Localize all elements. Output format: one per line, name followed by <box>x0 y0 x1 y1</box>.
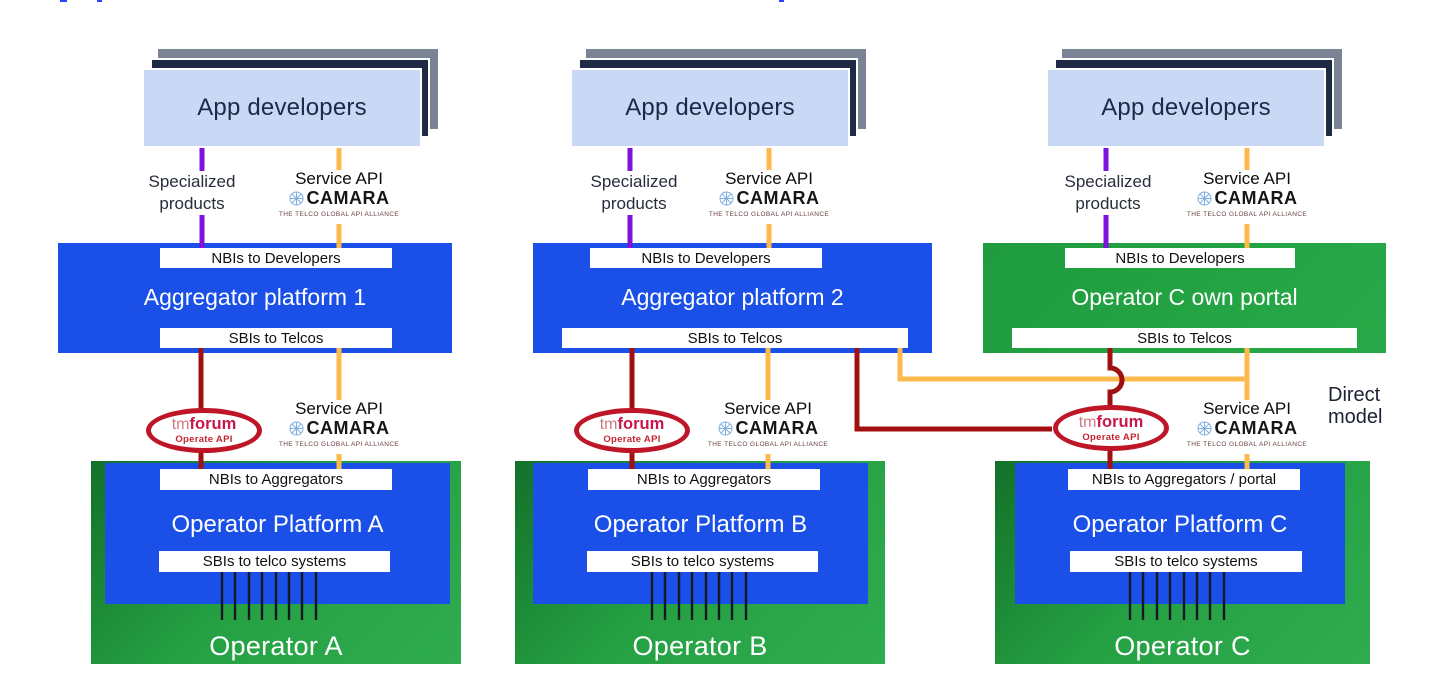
nbi-to-aggregators-strip-a: NBIs to Aggregators <box>160 469 392 490</box>
camara-tagline: THE TELCO GLOBAL API ALLIANCE <box>278 441 400 448</box>
tmforum-tm: tm <box>599 416 618 434</box>
nbi-to-aggregators-strip-b: NBIs to Aggregators <box>588 469 820 490</box>
direct-model-line1: Direct <box>1328 384 1381 406</box>
operator-platform-b-title: Operator Platform B <box>593 511 808 538</box>
service-api-camara-block-c1: Service API CAMARA THE TELCO GLOBAL API … <box>1185 170 1309 224</box>
aggregator-platform-1-title: Aggregator platform 1 <box>143 284 367 310</box>
strip-label: NBIs to Aggregators / portal <box>1091 471 1277 488</box>
operator-platform-a-title: Operator Platform A <box>171 511 384 538</box>
camara-globe-icon <box>289 191 303 205</box>
operator-c-title: Operator C <box>1114 631 1251 661</box>
strip-label: SBIs to telco systems <box>630 553 775 570</box>
camara-tagline: THE TELCO GLOBAL API ALLIANCE <box>708 211 830 218</box>
app-developers-label: App developers <box>1101 94 1271 121</box>
strip-label: SBIs to Telcos <box>1137 329 1232 347</box>
tmforum-forum: forum <box>1096 412 1144 431</box>
nbi-to-developers-strip-c: NBIs to Developers <box>1065 248 1295 268</box>
specialized-products-label-c: Specialized products <box>1052 171 1164 215</box>
camara-globe-icon <box>718 421 732 435</box>
direct-model-annotation: Direct model <box>1328 384 1428 428</box>
service-api-camara-block-b2: Service API CAMARA THE TELCO GLOBAL API … <box>706 400 830 454</box>
operator-platform-c-title: Operator Platform C <box>1072 511 1288 538</box>
service-api-label: Service API <box>295 399 383 418</box>
camara-tagline: THE TELCO GLOBAL API ALLIANCE <box>1186 441 1308 448</box>
app-developers-box-a: App developers <box>142 68 422 148</box>
operate-api-label: Operate API <box>1082 431 1140 443</box>
aggregator-platform-2-title: Aggregator platform 2 <box>621 284 844 310</box>
camara-wordmark: CAMARA <box>1214 418 1298 438</box>
camara-wordmark: CAMARA <box>735 418 819 438</box>
nbi-to-developers-strip-a: NBIs to Developers <box>160 248 392 268</box>
service-api-camara-block-a1: Service API CAMARA THE TELCO GLOBAL API … <box>277 170 401 224</box>
sbi-to-telco-systems-strip-b: SBIs to telco systems <box>587 551 818 572</box>
camara-tagline: THE TELCO GLOBAL API ALLIANCE <box>707 441 829 448</box>
strip-label: NBIs to Developers <box>1115 249 1245 267</box>
sbi-to-telcos-strip-c: SBIs to Telcos <box>1012 328 1357 348</box>
crop-artifact-line <box>97 0 102 2</box>
operator-c-own-portal-title: Operator C own portal <box>1071 284 1298 310</box>
strip-label: SBIs to telco systems <box>1114 553 1258 570</box>
camara-globe-icon <box>1197 191 1211 205</box>
operate-api-label: Operate API <box>603 434 661 446</box>
nbi-to-aggregators-portal-strip-c: NBIs to Aggregators / portal <box>1068 469 1300 490</box>
operator-a-title: Operator A <box>209 631 343 661</box>
service-api-label: Service API <box>295 169 383 188</box>
crop-artifact-line <box>60 0 67 2</box>
camara-globe-icon <box>1197 421 1211 435</box>
strip-label: SBIs to Telcos <box>228 329 324 347</box>
nbi-to-developers-strip-b: NBIs to Developers <box>590 248 822 268</box>
app-developers-label: App developers <box>625 94 795 121</box>
tmforum-tm: tm <box>1078 413 1097 431</box>
operator-b-title: Operator B <box>632 631 768 661</box>
strip-label: NBIs to Developers <box>641 249 771 267</box>
strip-label: NBIs to Aggregators <box>636 471 772 488</box>
camara-wordmark: CAMARA <box>736 188 820 208</box>
camara-wordmark: CAMARA <box>306 188 390 208</box>
service-api-camara-block-b1: Service API CAMARA THE TELCO GLOBAL API … <box>707 170 831 224</box>
sbi-to-telcos-strip-b: SBIs to Telcos <box>562 328 908 348</box>
service-api-label: Service API <box>724 399 812 418</box>
operate-api-label: Operate API <box>175 434 233 446</box>
service-api-camara-block-c2: Service API CAMARA THE TELCO GLOBAL API … <box>1185 400 1309 454</box>
camara-globe-icon <box>719 191 733 205</box>
strip-label: NBIs to Aggregators <box>208 471 344 488</box>
tmforum-forum: forum <box>189 415 237 434</box>
crop-artifact-line <box>779 0 784 2</box>
sbi-to-telcos-strip-a: SBIs to Telcos <box>160 328 392 348</box>
service-api-label: Service API <box>1203 399 1291 418</box>
service-api-label: Service API <box>1203 169 1291 188</box>
service-api-camara-block-a2: Service API CAMARA THE TELCO GLOBAL API … <box>277 400 401 454</box>
strip-label: SBIs to Telcos <box>687 329 783 347</box>
camara-tagline: THE TELCO GLOBAL API ALLIANCE <box>278 211 400 218</box>
camara-tagline: THE TELCO GLOBAL API ALLIANCE <box>1186 211 1308 218</box>
app-developers-box-b: App developers <box>570 68 850 148</box>
sbi-to-telco-systems-strip-c: SBIs to telco systems <box>1070 551 1302 572</box>
service-api-label: Service API <box>725 169 813 188</box>
app-developers-label: App developers <box>197 94 367 121</box>
strip-label: NBIs to Developers <box>211 249 341 267</box>
direct-model-line2: model <box>1328 406 1383 428</box>
camara-wordmark: CAMARA <box>1214 188 1298 208</box>
specialized-products-label-b: Specialized products <box>578 171 690 215</box>
sbi-to-telco-systems-strip-a: SBIs to telco systems <box>159 551 390 572</box>
app-developers-box-c: App developers <box>1046 68 1326 148</box>
strip-label: SBIs to telco systems <box>202 553 347 570</box>
tmforum-forum: forum <box>617 415 665 434</box>
specialized-products-label-a: Specialized products <box>136 171 248 215</box>
camara-wordmark: CAMARA <box>306 418 390 438</box>
camara-globe-icon <box>289 421 303 435</box>
tmforum-tm: tm <box>171 416 190 434</box>
